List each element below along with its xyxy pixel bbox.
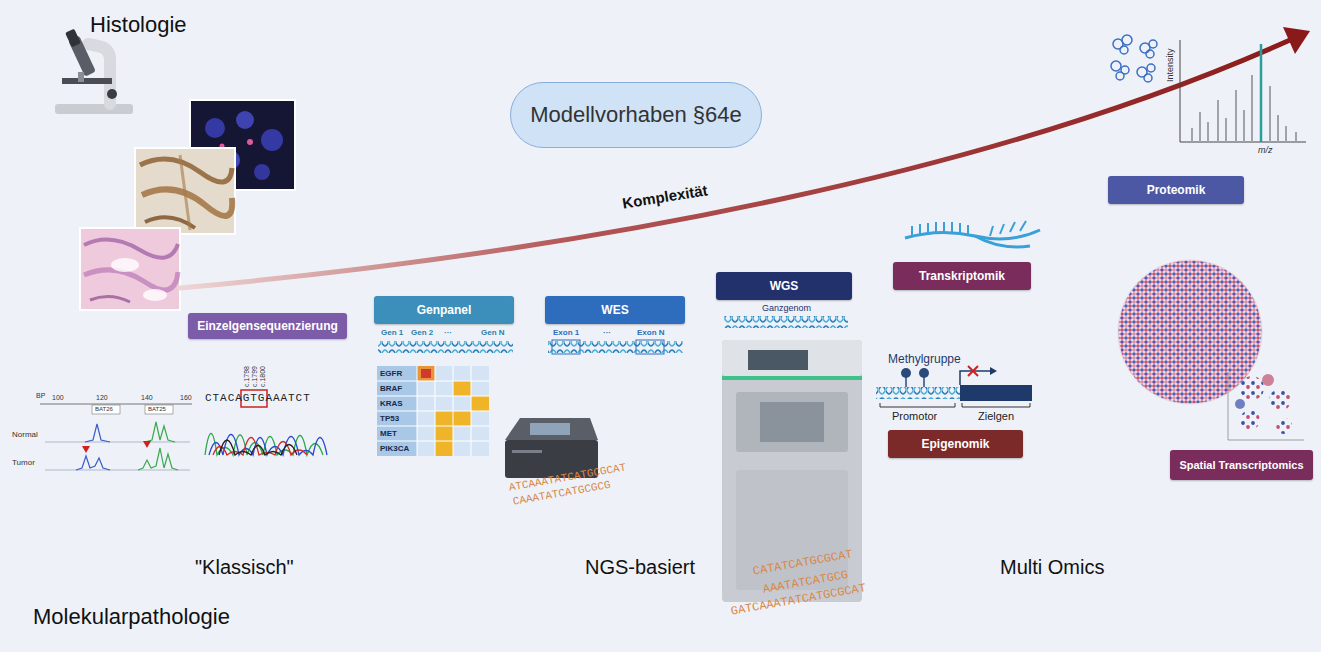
text-label: PIK3CA (380, 444, 409, 453)
node-text: Genpanel (417, 303, 472, 317)
method-box: Transkriptomik (893, 262, 1031, 290)
he-image (80, 228, 180, 310)
text-label: BAT25 (148, 406, 166, 413)
program-pill: Modellvorhaben §64e (510, 82, 762, 148)
text-label: Zielgen (978, 410, 1014, 423)
text-label: Intensity (1165, 48, 1175, 82)
text-label: EGFR (380, 369, 402, 378)
method-box: WGS (716, 272, 852, 300)
text-label: c.1799 (251, 366, 259, 387)
method-box: Genpanel (374, 296, 514, 324)
text-label: "Klassisch" (195, 556, 294, 579)
complexity-arrow (180, 27, 1310, 288)
proteomics-graphic (1111, 35, 1306, 142)
sanger-chromatogram (205, 390, 327, 455)
text-label: ··· (603, 328, 611, 337)
text-label: Histologie (90, 12, 187, 37)
text-label: c.1798 (243, 366, 251, 387)
microscope-icon (55, 29, 133, 114)
node-text: WGS (770, 279, 799, 293)
node-text: WES (601, 303, 628, 317)
text-label: 100 (52, 394, 64, 402)
text-label: Gen 1 (381, 328, 403, 337)
text-label: Exon N (637, 328, 665, 337)
text-label: Ganzgenom (762, 303, 811, 313)
fragment-analysis-plot (40, 404, 192, 470)
method-box: Epigenomik (888, 430, 1023, 458)
text-label: ··· (444, 328, 452, 337)
text-label: BAT26 (95, 406, 113, 413)
text-label: CTACAGTGAAATCT (205, 392, 311, 405)
node-text: Transkriptomik (919, 269, 1005, 283)
text-label: 140 (141, 394, 153, 402)
ihc-image (135, 148, 235, 234)
text-label: 160 (180, 394, 192, 402)
method-box: WES (545, 296, 685, 324)
text-label: TP53 (380, 414, 399, 423)
text-label: 120 (96, 394, 108, 402)
node-text: Modellvorhaben §64e (530, 102, 742, 128)
gene-panel-graphic (377, 341, 513, 456)
node-text: Spatial Transcriptomics (1179, 459, 1303, 471)
text-label: Exon 1 (553, 328, 579, 337)
text-label: Normal (12, 430, 38, 439)
text-label: MET (380, 429, 397, 438)
rna-graphic (905, 221, 1040, 247)
method-box: Proteomik (1108, 176, 1244, 204)
text-label: BP (36, 392, 45, 400)
spatial-graphic (1118, 260, 1304, 440)
wgs-graphic (722, 316, 862, 602)
node-text: Proteomik (1147, 183, 1206, 197)
method-box: Spatial Transcriptomics (1170, 450, 1313, 480)
text-label: m/z (1258, 145, 1273, 155)
text-label: Tumor (12, 458, 35, 467)
exome-graphic (548, 340, 683, 354)
node-text: Einzelgensequenzierung (197, 319, 338, 333)
methylation-graphic (876, 366, 1032, 407)
text-label: c.1800 (259, 366, 267, 387)
node-text: Epigenomik (921, 437, 989, 451)
text-label: Molekularpathologie (33, 604, 230, 629)
text-label: Komplexität (621, 181, 709, 211)
text-label: Promotor (892, 410, 937, 423)
text-label: NGS-basiert (585, 556, 695, 579)
text-label: Gen 2 (411, 328, 433, 337)
text-label: Methylgruppe (888, 353, 961, 367)
text-label: KRAS (380, 399, 403, 408)
text-label: Gen N (481, 328, 505, 337)
text-label: BRAF (380, 384, 402, 393)
method-box: Einzelgensequenzierung (188, 313, 347, 339)
text-label: Multi Omics (1000, 556, 1104, 579)
